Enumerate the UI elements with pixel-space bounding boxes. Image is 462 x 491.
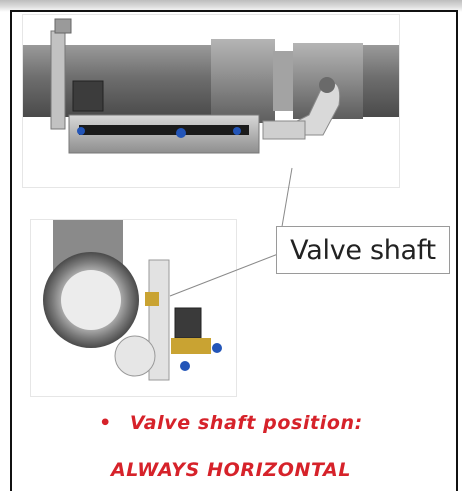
valve-side-view-image [22,14,400,188]
valve-end-view-drawing [43,220,222,381]
valve-shaft-callout: Valve shaft [276,226,450,274]
valve-end-view-image [30,219,237,397]
instruction-line-2: ALWAYS HORIZONTAL [0,459,462,481]
valve-side-view-drawing [23,18,399,154]
bullet-icon: • [99,412,112,434]
instruction-text-1: Valve shaft position: [129,412,363,434]
callout-label: Valve shaft [290,234,436,266]
instruction-line-1: • Valve shaft position: [0,412,462,434]
instruction-text-2: ALWAYS HORIZONTAL [110,459,352,481]
